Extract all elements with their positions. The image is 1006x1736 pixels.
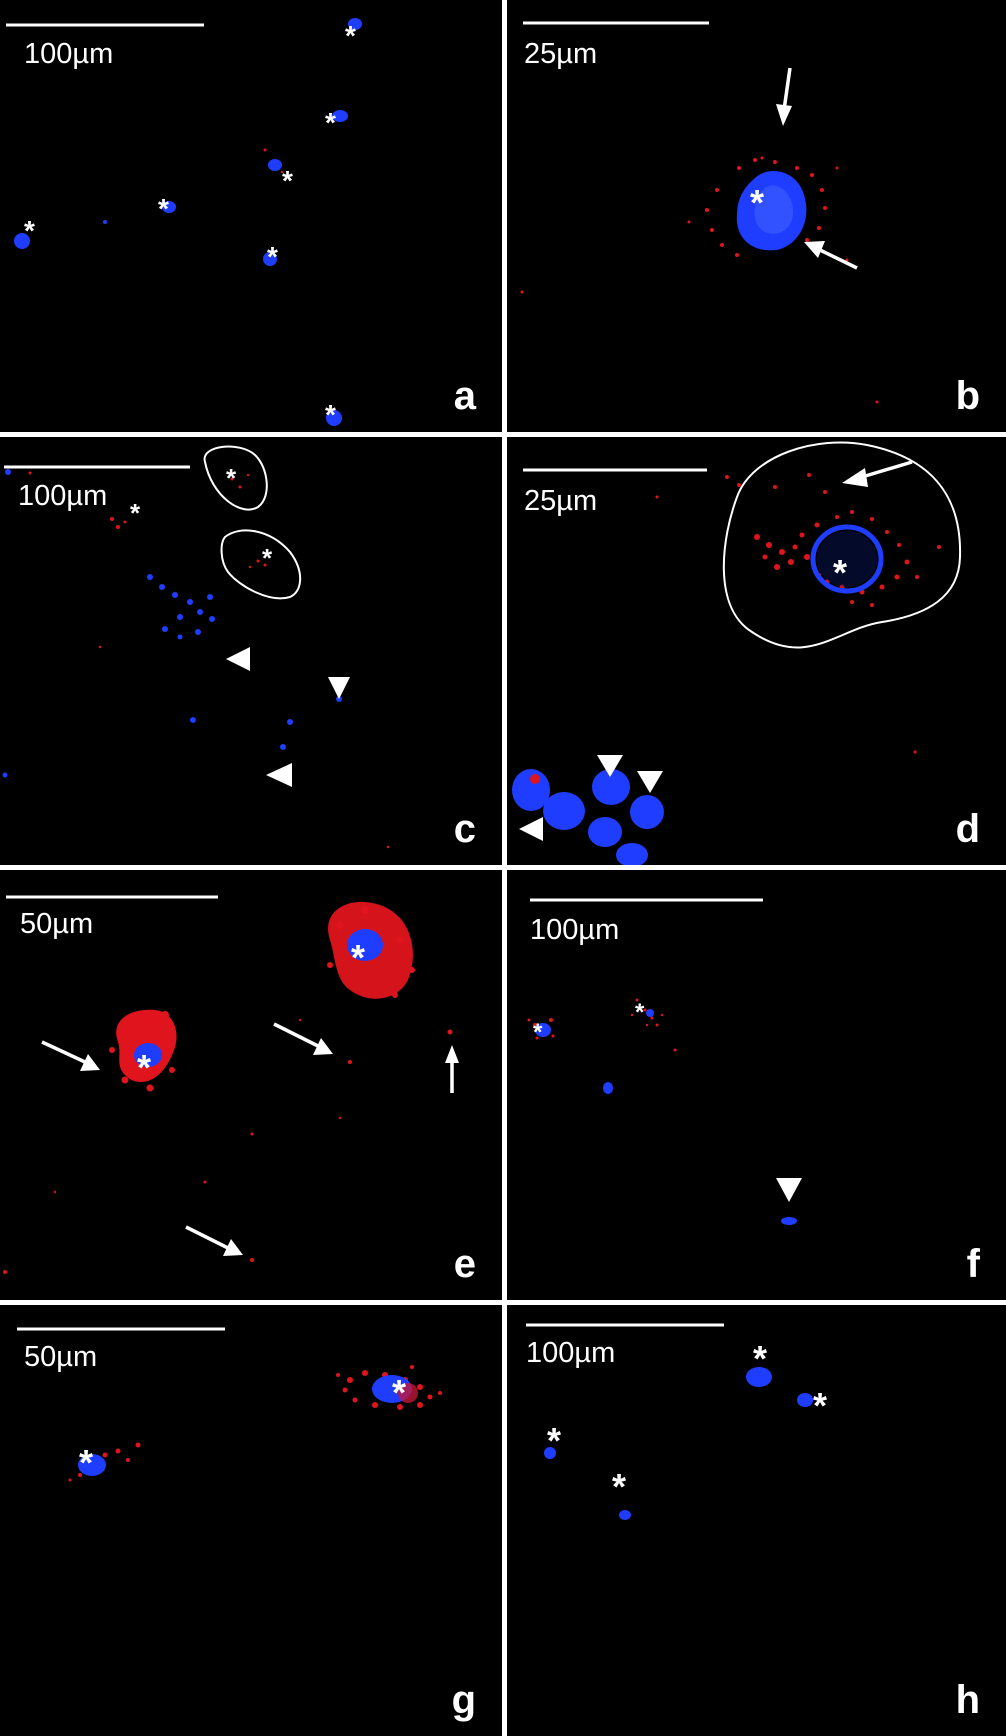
panel-letter: e: [453, 1242, 476, 1286]
asterisk-marker: *: [833, 552, 847, 593]
asterisk-marker: *: [750, 182, 764, 223]
arrow-marker: [273, 1022, 319, 1048]
panel-letter: g: [451, 1678, 476, 1722]
asterisk-marker: *: [267, 241, 278, 272]
asterisk-marker: *: [79, 1442, 93, 1483]
nucleus: [332, 110, 348, 122]
nucleus: [78, 1454, 106, 1476]
micrograph-c: * * *: [2, 445, 390, 849]
micrograph-h: * * * *: [526, 1323, 827, 1520]
panel-e: * * 50µm e: [0, 870, 502, 1300]
arrow-marker: [819, 248, 858, 270]
asterisk-marker: *: [612, 1466, 626, 1507]
nucleus: [544, 1447, 556, 1459]
scale-bar-label: 100µm: [18, 480, 108, 512]
arrowhead-marker: [637, 771, 663, 793]
nucleus: [543, 792, 585, 830]
nucleus: [797, 1393, 813, 1407]
panel-letter: c: [453, 807, 476, 851]
scale-bar-label: 50µm: [24, 1341, 98, 1373]
asterisk-marker: *: [282, 165, 293, 196]
panel-letter: h: [955, 1678, 980, 1722]
cell-outline: [220, 529, 302, 600]
panel-h: * * * * 100µm h: [507, 1305, 1006, 1736]
scale-bar-label: 50µm: [20, 908, 94, 940]
asterisk-marker: *: [345, 20, 356, 51]
asterisk-marker: *: [226, 463, 237, 493]
asterisk-marker: *: [158, 193, 169, 224]
nucleus: [781, 1217, 797, 1225]
asterisk-marker: *: [325, 107, 336, 138]
panel-c: * * * 100µm c: [0, 437, 502, 865]
panel-a: * * * * * * * 100µm a: [0, 0, 502, 432]
nucleus: [162, 201, 176, 213]
panel-letter: d: [955, 807, 980, 851]
micrograph-b: *: [520, 21, 879, 404]
scale-bar-label: 25µm: [524, 38, 598, 70]
nucleus: [348, 18, 362, 30]
arrowhead-marker: [776, 1178, 802, 1202]
asterisk-marker: *: [392, 1372, 406, 1413]
nucleus: [810, 524, 884, 594]
nucleus: [746, 1367, 772, 1387]
arrow-marker: [185, 1225, 229, 1250]
micrograph-d: *: [512, 441, 962, 865]
cell-outline: [722, 441, 962, 649]
nucleus: [535, 1023, 551, 1037]
scale-bar-label: 100µm: [526, 1337, 616, 1369]
nucleus: [630, 795, 664, 829]
nucleus: [326, 410, 342, 426]
scale-bar-label: 100µm: [530, 914, 620, 946]
nucleus: [347, 929, 383, 961]
arrowhead-marker: [597, 755, 623, 777]
asterisk-marker: *: [262, 543, 273, 573]
nucleus: [134, 1043, 162, 1067]
asterisk-marker: *: [635, 999, 645, 1026]
nucleus: [616, 843, 648, 865]
panel-d: * 25µm d: [507, 437, 1006, 865]
arrowhead-marker: [519, 817, 543, 841]
nucleus: [512, 769, 550, 811]
panel-letter: b: [955, 374, 980, 418]
panel-letter: f: [966, 1242, 980, 1286]
asterisk-marker: *: [24, 215, 35, 246]
micrograph-e: * *: [3, 895, 459, 1274]
asterisk-marker: *: [813, 1385, 827, 1426]
nucleus: [268, 159, 282, 171]
arrow-marker: [861, 460, 913, 479]
arrow-marker: [782, 67, 792, 111]
nucleus: [588, 817, 622, 847]
micrograph-f: * *: [527, 898, 802, 1225]
nucleus: [619, 1510, 631, 1520]
nucleus: [646, 1009, 654, 1017]
asterisk-marker: *: [137, 1047, 151, 1088]
nucleus: [14, 233, 30, 249]
nucleus: [603, 1082, 613, 1094]
asterisk-marker: *: [753, 1338, 767, 1379]
cell-outline: [203, 445, 268, 511]
arrowhead-marker: [226, 647, 250, 671]
asterisk-marker: *: [533, 1019, 543, 1046]
arrowhead-marker: [266, 763, 292, 787]
arrow-marker: [41, 1040, 86, 1064]
asterisk-marker: *: [351, 937, 365, 978]
nucleus: [592, 769, 630, 805]
micrograph-a: * * * * * * *: [6, 18, 362, 430]
scale-bar-label: 100µm: [24, 38, 114, 70]
panel-g: * * 50µm g: [0, 1305, 502, 1736]
asterisk-marker: *: [130, 498, 141, 528]
asterisk-marker: *: [325, 399, 336, 430]
scale-bar-label: 25µm: [524, 485, 598, 517]
asterisk-marker: *: [547, 1420, 561, 1461]
nucleus: [263, 252, 277, 266]
micrograph-g: * *: [17, 1327, 442, 1483]
panel-b: * 25µm b: [507, 0, 1006, 432]
panel-f: * * 100µm f: [507, 870, 1006, 1300]
panel-letter: a: [453, 374, 476, 418]
arrowhead-marker: [328, 677, 350, 699]
